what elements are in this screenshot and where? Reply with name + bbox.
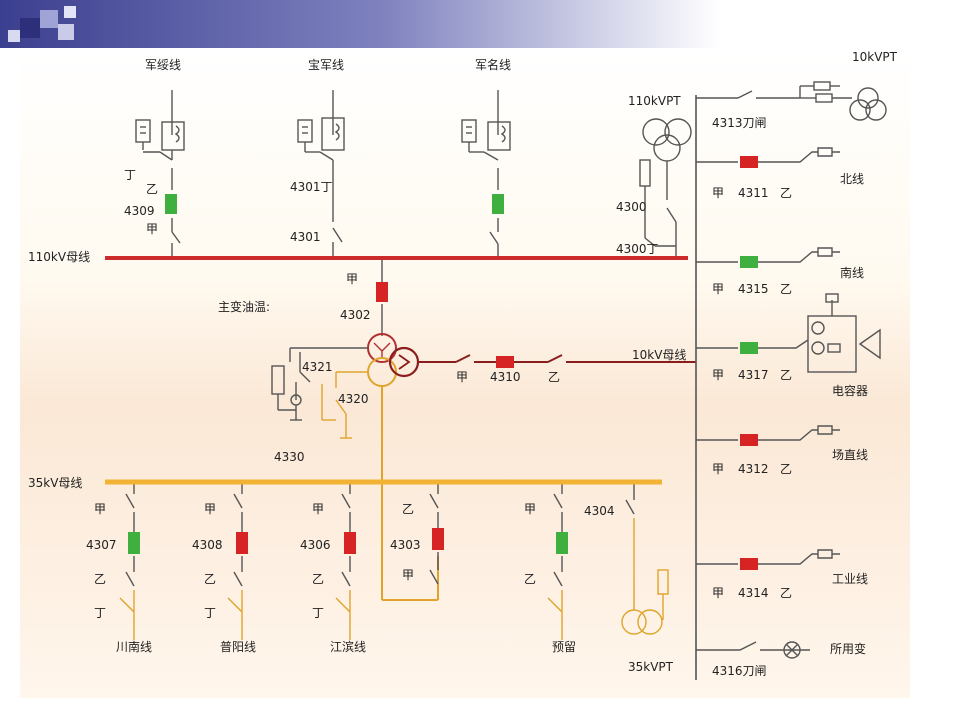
deco-square-1	[20, 18, 40, 38]
row-4312-no: 4312	[738, 462, 769, 476]
f4307-yi: 乙	[94, 572, 107, 586]
feeder-name-2: 宝军线	[308, 58, 345, 72]
f4307-ding: 丁	[94, 606, 107, 620]
row-4315-no: 4315	[738, 282, 769, 296]
row-4317-name: 电容器	[832, 384, 869, 398]
label-35kv-bus: 35kV母线	[28, 476, 83, 490]
f4307-no: 4307	[86, 538, 117, 552]
feeder-name-3: 军名线	[475, 58, 512, 72]
label-f1-yi: 乙	[146, 182, 159, 196]
label-f1-jia: 甲	[146, 222, 159, 236]
deco-square-4	[8, 30, 20, 42]
pt-110kv	[639, 118, 692, 258]
row-4317-jia: 甲	[712, 368, 725, 382]
label-10kv-bus: 10kV母线	[632, 348, 687, 362]
label-4302-jia: 甲	[346, 272, 359, 286]
f4306-ding: 丁	[312, 606, 325, 620]
f4306-no: 4306	[300, 538, 331, 552]
deco-square-5	[64, 6, 76, 18]
feeder-baojun	[297, 90, 345, 258]
row-4314-name: 工业线	[832, 572, 869, 586]
f4308-jia: 甲	[204, 502, 217, 516]
label-110kv-bus: 110kV母线	[28, 250, 91, 264]
label-4310-yi: 乙	[548, 370, 561, 384]
label-35kv-pt: 35kVPT	[628, 660, 673, 674]
label-f1-no: 4309	[124, 204, 155, 218]
feeder-junming	[461, 90, 511, 258]
f4308-no: 4308	[192, 538, 223, 552]
f4308-name: 普阳线	[220, 640, 257, 654]
row-4312-name: 场直线	[832, 448, 869, 462]
slide-header-bar	[0, 0, 960, 48]
label-4321: 4321	[302, 360, 333, 374]
row-4314-yi: 乙	[780, 586, 793, 600]
row-4311-name: 北线	[840, 172, 865, 186]
fres-yi: 乙	[524, 572, 537, 586]
deco-square-3	[58, 24, 74, 40]
label-4310-jia: 甲	[456, 370, 469, 384]
label-aux-transformer: 所用变	[830, 642, 867, 656]
label-4313-knife: 4313刀闸	[712, 116, 767, 130]
background-panel	[20, 48, 910, 698]
row-4315-yi: 乙	[780, 282, 793, 296]
label-4301: 4301	[290, 230, 321, 244]
row-4311-yi: 乙	[780, 186, 793, 200]
label-oil-temp: 主变油温:	[218, 300, 271, 314]
row-4312-jia: 甲	[712, 462, 725, 476]
breakers	[128, 156, 758, 570]
row-4312-yi: 乙	[780, 462, 793, 476]
f4303-yi: 乙	[402, 502, 415, 516]
label-4320: 4320	[338, 392, 369, 406]
f4307-jia: 甲	[94, 502, 107, 516]
transformer-branch	[271, 258, 696, 601]
row-4314-jia: 甲	[712, 586, 725, 600]
row-4311-no: 4311	[738, 186, 769, 200]
f4306-yi: 乙	[312, 572, 325, 586]
row-4315-name: 南线	[840, 266, 865, 280]
f4306-jia: 甲	[312, 502, 325, 516]
label-4300: 4300	[616, 200, 647, 214]
label-4310: 4310	[490, 370, 521, 384]
feeder-rows-10kv	[696, 147, 840, 659]
row-4315-jia: 甲	[712, 282, 725, 296]
fres-name: 预留	[552, 640, 577, 654]
row-4317-yi: 乙	[780, 368, 793, 382]
f4308-yi: 乙	[204, 572, 217, 586]
feeders-35kv	[119, 482, 669, 640]
pt-10kv	[696, 81, 887, 121]
deco-square-2	[40, 10, 58, 28]
f4308-ding: 丁	[204, 606, 217, 620]
label-f1-ding: 丁	[124, 168, 137, 182]
label-4301-ding: 4301丁	[290, 180, 333, 194]
f4303-no: 4303	[390, 538, 421, 552]
label-4304: 4304	[584, 504, 615, 518]
label-4316-knife: 4316刀闸	[712, 664, 767, 678]
label-4302: 4302	[340, 308, 371, 322]
label-4330: 4330	[274, 450, 305, 464]
f4307-name: 川南线	[116, 640, 153, 654]
fres-jia: 甲	[524, 502, 537, 516]
label-4300-ding: 4300丁	[616, 242, 659, 256]
f4303-jia: 甲	[402, 568, 415, 582]
label-10kv-pt: 10kVPT	[852, 50, 897, 64]
feeder-name-1: 军绥线	[145, 58, 182, 72]
feeder-junsui	[135, 90, 185, 258]
row-4311-jia: 甲	[712, 186, 725, 200]
row-4314-no: 4314	[738, 586, 769, 600]
row-4317-no: 4317	[738, 368, 769, 382]
label-110kv-pt: 110kVPT	[628, 94, 681, 108]
capacitor-bank	[807, 293, 881, 373]
f4306-name: 江滨线	[330, 640, 367, 654]
